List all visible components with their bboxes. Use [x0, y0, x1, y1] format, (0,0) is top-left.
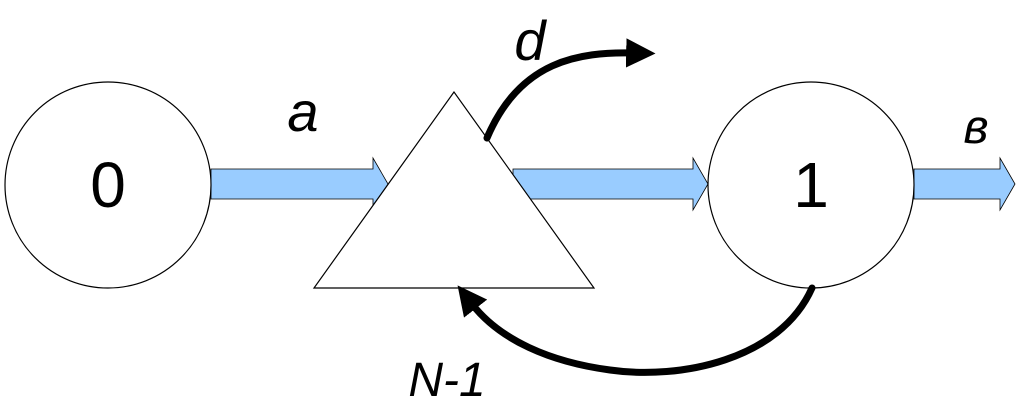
flow-arrow-0-to-queue — [210, 156, 389, 212]
state-0-label: 0 — [90, 149, 126, 221]
state-1-label: 1 — [793, 149, 829, 221]
feedback-label: N-1 — [408, 354, 485, 407]
flow-arrow-1-out — [913, 156, 1016, 212]
output-label: в — [963, 101, 988, 154]
queue-triangle-node — [312, 90, 596, 289]
feedback-curve-arrow — [457, 284, 816, 376]
departure-curve-arrow — [483, 38, 656, 142]
arrival-label: a — [287, 80, 318, 143]
state-0-node — [4, 81, 212, 289]
flow-arrow-queue-to-1 — [512, 156, 709, 212]
departure-label: d — [514, 9, 547, 72]
